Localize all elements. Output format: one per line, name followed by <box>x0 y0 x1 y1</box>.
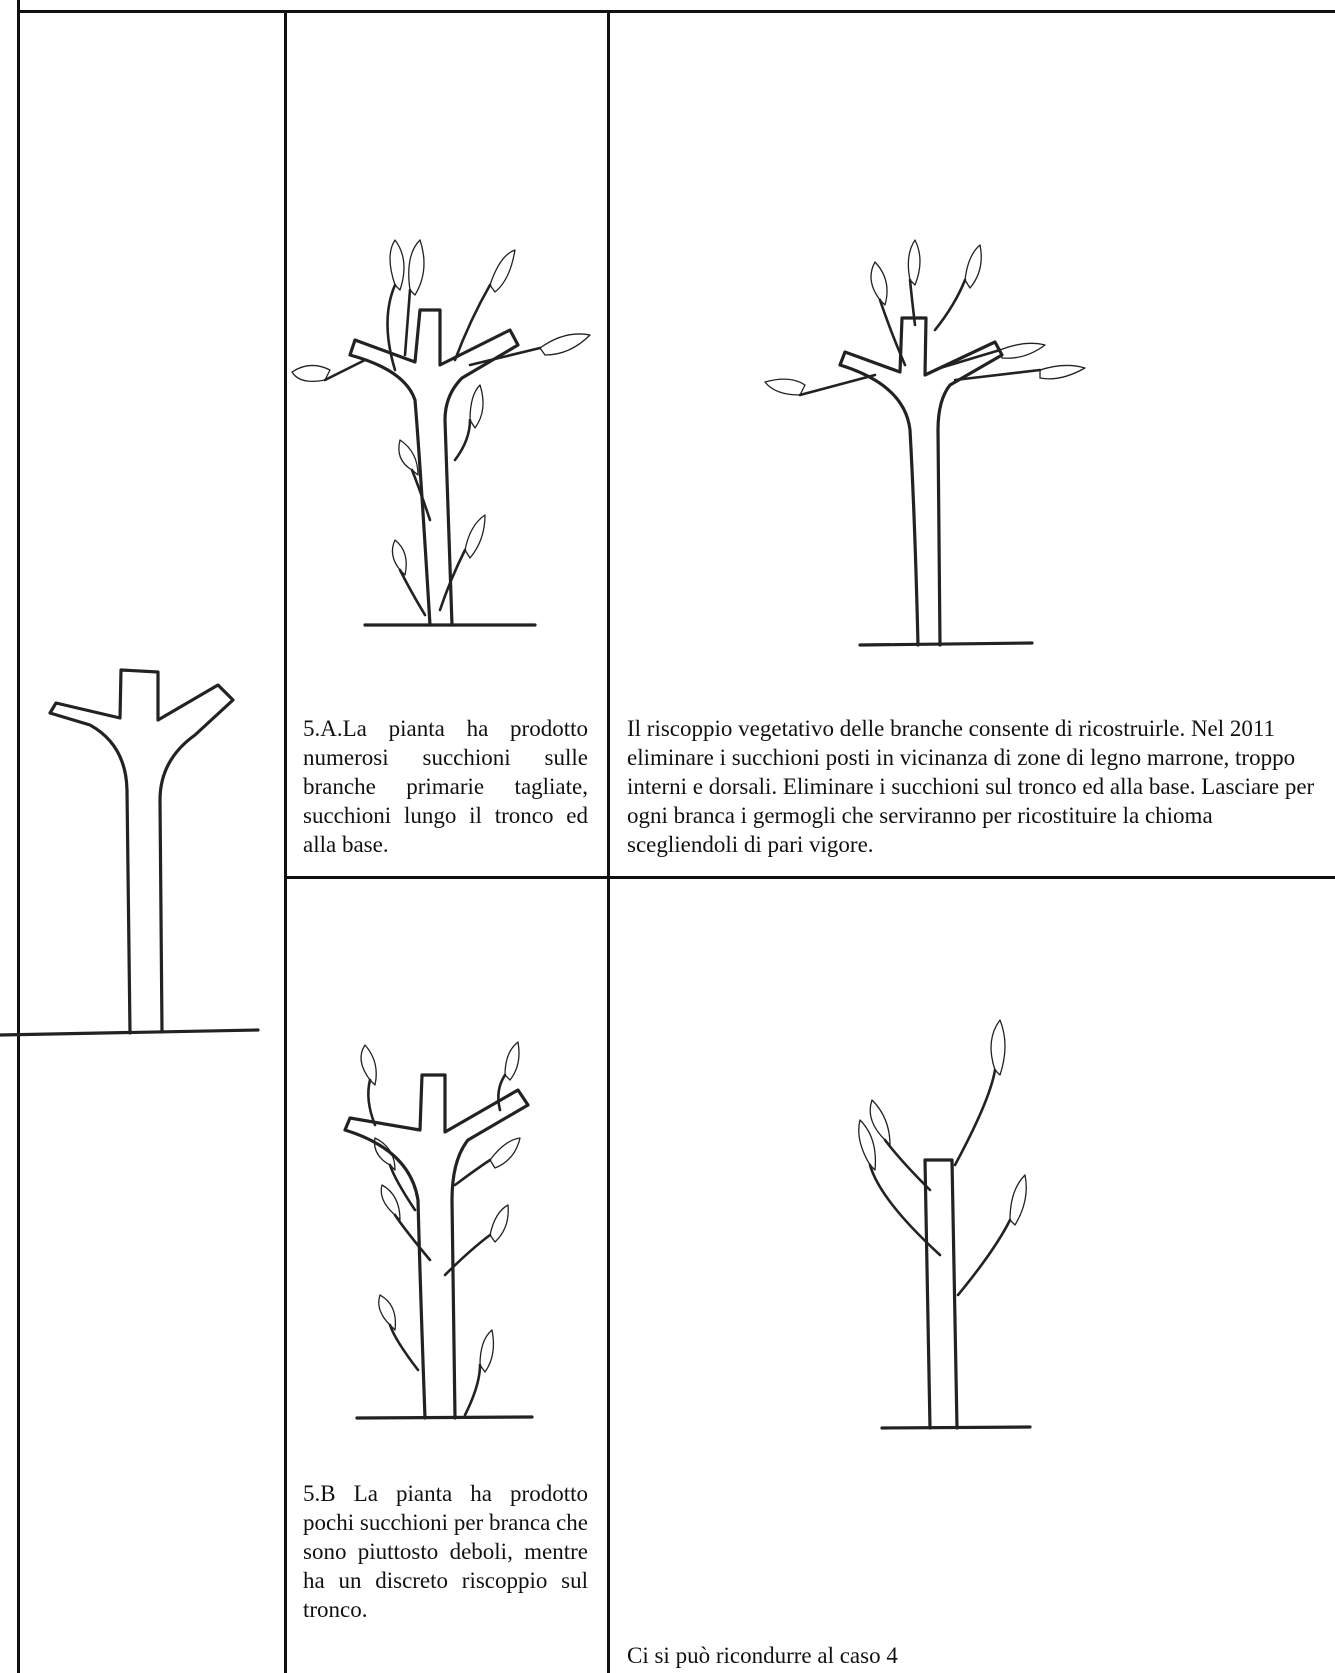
case-5a-description: 5.A.La pianta ha prodotto numerosi succh… <box>303 714 588 859</box>
tree-5a-suckers-illustration <box>292 240 590 625</box>
case-5b-description: 5.B La pianta ha prodotto pochi succhion… <box>303 1479 588 1624</box>
pruned-tree-illustration <box>0 670 258 1035</box>
tree-5b-pruned-illustration <box>859 1020 1030 1428</box>
tree-5b-suckers-illustration <box>345 1042 532 1418</box>
case-5a-pruning-instructions: Il riscoppio vegetativo delle branche co… <box>627 714 1327 859</box>
tree-5a-pruned-illustration <box>765 240 1085 645</box>
case-5b-pruning-instructions: Ci si può ricondurre al caso 4 <box>627 1641 1327 1670</box>
